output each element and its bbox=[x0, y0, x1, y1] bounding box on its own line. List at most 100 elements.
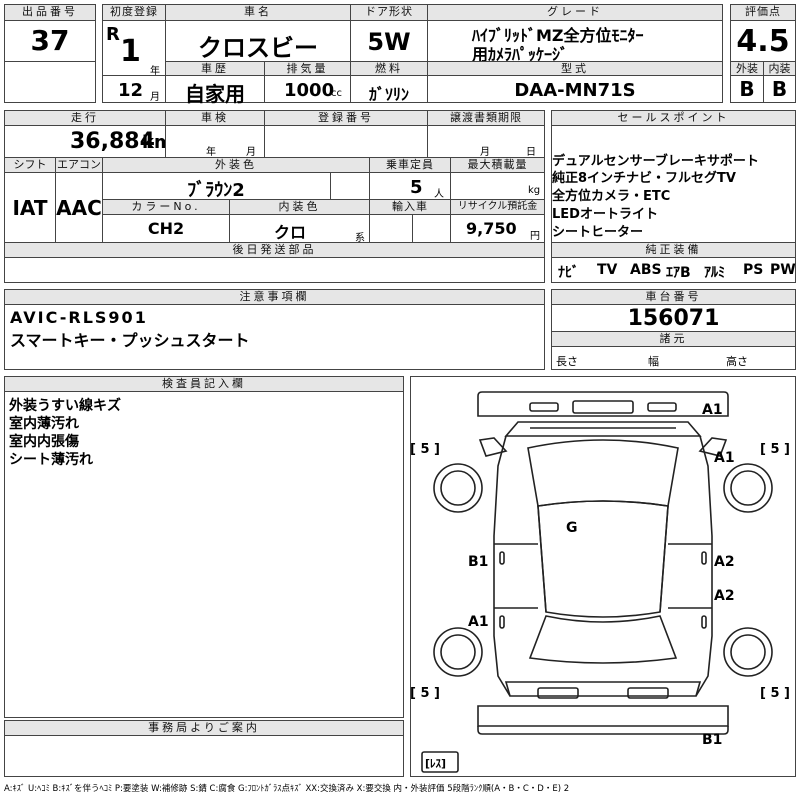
car-damage-diagram: A1 A1 G B1 A2 A2 A1 B1 [ 5 ] [ 5 ] [ 5 ]… bbox=[410, 391, 790, 773]
int-color-cell bbox=[229, 214, 370, 243]
inspector-line: 室内内張傷 bbox=[9, 434, 79, 450]
shift-value: IAT bbox=[12, 196, 48, 220]
capacity-value: 5 bbox=[410, 177, 423, 198]
cc-value: 1000 bbox=[284, 80, 335, 101]
shift-cell bbox=[4, 172, 56, 243]
sales-point: LEDオートライト bbox=[552, 207, 658, 222]
model-cell bbox=[427, 75, 723, 103]
length-label: 長さ bbox=[556, 355, 578, 368]
equipment-item: PS bbox=[743, 262, 764, 278]
color-value: ﾌﾞﾗｳﾝ2 bbox=[187, 180, 245, 201]
mark-right-front-fender: A1 bbox=[714, 450, 735, 466]
shift-header: シフト bbox=[4, 157, 56, 173]
damage-diagram-frame bbox=[410, 376, 796, 777]
notes-line: AVIC-RLS901 bbox=[10, 308, 148, 327]
mark-left-front-door: B1 bbox=[468, 554, 488, 570]
grade-line1: ﾊｲﾌﾞﾘｯﾄﾞMZ全方位ﾓﾆﾀｰ bbox=[472, 26, 644, 45]
int-grade-value: B bbox=[771, 77, 788, 101]
mark-windshield: G bbox=[566, 520, 578, 536]
sales-point: 全方位カメラ・ETC bbox=[552, 189, 671, 204]
color-header: 外装色 bbox=[102, 157, 370, 173]
ac-value: AAC bbox=[56, 196, 102, 220]
office-header: 事務局よりご案内 bbox=[4, 720, 404, 736]
transfer-day-unit: 日 bbox=[526, 147, 536, 158]
chassis-number: 156071 bbox=[627, 306, 720, 331]
inspector-line: 外装うすい線キズ bbox=[9, 398, 121, 414]
tire-depth-front-right: [ 5 ] bbox=[760, 442, 790, 457]
lot-no-value: 37 bbox=[30, 24, 70, 57]
int-color-value: クロ bbox=[273, 223, 306, 242]
tire-depth-rear-right: [ 5 ] bbox=[760, 686, 790, 701]
color-no-cell bbox=[102, 214, 230, 243]
equipment-cell bbox=[551, 257, 796, 283]
transfer-month-unit: 月 bbox=[480, 147, 490, 158]
inspector-cell bbox=[4, 391, 404, 718]
sales-point: シートヒーター bbox=[552, 225, 644, 240]
equipment-item: ﾅﾋﾞ bbox=[558, 265, 579, 281]
model-value: DAA-MN71S bbox=[514, 80, 636, 101]
office-cell bbox=[4, 735, 404, 777]
car-name-header: 車名 bbox=[165, 4, 351, 21]
grade-line2: 用ｶﾒﾗﾊﾟｯｹｰｼﾞ bbox=[472, 45, 569, 64]
spare-tire-label: [ﾚｽ] bbox=[425, 757, 446, 770]
lot-no-cell bbox=[4, 20, 96, 62]
width-label: 幅 bbox=[648, 355, 659, 368]
color-no-header: カラーNo. bbox=[102, 199, 230, 215]
first-reg-cell bbox=[102, 20, 166, 76]
door-header: ドア形状 bbox=[350, 4, 428, 21]
month-unit: 月 bbox=[150, 92, 160, 103]
recycle-value: 9,750 bbox=[466, 219, 517, 238]
height-label: 高さ bbox=[726, 355, 748, 368]
sales-header: セールスポイント bbox=[551, 110, 796, 126]
mileage-header: 走行 bbox=[4, 110, 166, 126]
tire-depth-rear-left: [ 5 ] bbox=[410, 686, 440, 701]
model-header: 型式 bbox=[427, 61, 723, 76]
int-grade-cell bbox=[763, 75, 796, 103]
load-unit: kg bbox=[528, 185, 541, 196]
transfer-header: 譲渡書類期限 bbox=[427, 110, 545, 126]
mileage-value: 36,884 bbox=[70, 129, 155, 154]
cc-unit: cc bbox=[331, 88, 342, 99]
recycle-cell bbox=[450, 214, 545, 243]
capacity-unit: 人 bbox=[434, 189, 444, 200]
color-no-value: CH2 bbox=[147, 219, 185, 238]
insp-month-unit: 月 bbox=[246, 147, 256, 158]
history-cell bbox=[165, 75, 265, 103]
sales-point: デュアルセンサーブレーキサポート bbox=[552, 154, 759, 169]
cc-header: 排気量 bbox=[264, 61, 351, 76]
inspector-line: シート薄汚れ bbox=[9, 452, 93, 468]
dims-cell bbox=[551, 346, 796, 370]
inspector-header: 検査員記入欄 bbox=[4, 376, 404, 392]
color-sub-cell bbox=[330, 172, 370, 200]
plate-cell bbox=[264, 125, 428, 158]
lot-no-blank bbox=[4, 61, 96, 103]
plate-header: 登録番号 bbox=[264, 110, 428, 126]
ac-header: エアコン bbox=[55, 157, 103, 173]
grade-cell bbox=[427, 20, 723, 62]
equipment-item: ｴｱB bbox=[666, 265, 691, 281]
score-value: 4.5 bbox=[736, 24, 790, 59]
fuel-cell bbox=[350, 75, 428, 103]
equipment-item: ABS bbox=[630, 262, 662, 278]
recycle-header: リサイクル預託金 bbox=[450, 199, 545, 215]
score-header: 評価点 bbox=[730, 4, 796, 21]
inspection-header: 車検 bbox=[165, 110, 265, 126]
mark-rear: B1 bbox=[702, 732, 722, 748]
import-sub-cell bbox=[369, 214, 413, 243]
fuel-value: ｶﾞｿﾘﾝ bbox=[368, 85, 409, 104]
later-parts-cell bbox=[4, 257, 545, 283]
dims-header: 諸元 bbox=[551, 331, 796, 347]
reg-year: 1 bbox=[120, 34, 141, 69]
capacity-header: 乗車定員 bbox=[369, 157, 451, 173]
era: R bbox=[106, 24, 120, 45]
recycle-unit: 円 bbox=[530, 231, 540, 242]
tire-depth-front-left: [ 5 ] bbox=[410, 442, 440, 457]
ext-grade-header: 外装 bbox=[730, 61, 764, 76]
int-grade-header: 内装 bbox=[763, 61, 796, 76]
ext-grade-cell bbox=[730, 75, 764, 103]
equipment-item: PW bbox=[770, 262, 796, 278]
equipment-header: 純正装備 bbox=[551, 242, 796, 258]
color-cell bbox=[102, 172, 370, 200]
inspector-line: 室内薄汚れ bbox=[9, 416, 79, 432]
mark-right-front-door: A2 bbox=[714, 554, 735, 570]
